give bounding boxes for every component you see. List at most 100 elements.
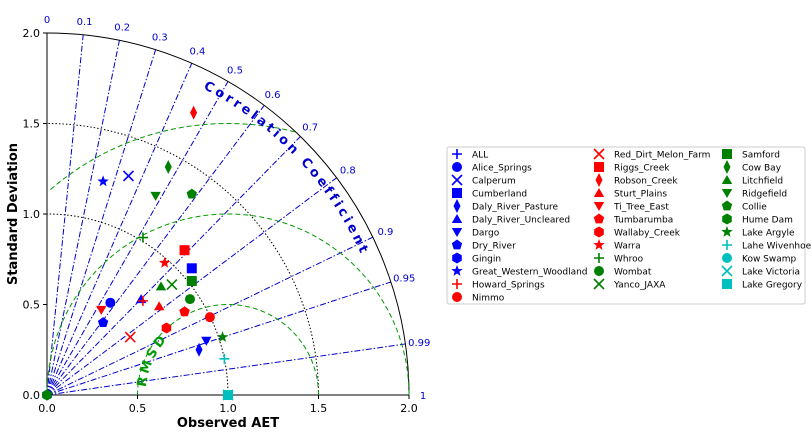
legend-label: Howard_Springs [472,281,545,291]
legend-label: Samford [742,151,780,161]
correlation-tick-label: 0.9 [377,227,393,238]
legend-entry: Yanco_JAXA [593,278,666,291]
legend-label: Lake Argyle [742,229,795,239]
legend-label: Alice_Springs [472,164,532,174]
legend-entry: Kow Swamp [722,253,797,265]
legend-label: Warra [614,242,641,252]
correlation-tick-label: 1 [420,391,426,402]
legend-entry: Riggs_Creek [594,162,670,174]
correlation-line-2 [46,40,120,396]
legend-label: Tumbarumba [613,216,673,226]
legend-label: Great_Western_Woodland [472,268,588,278]
correlation-tick-label: 0.8 [340,165,356,176]
data-point-cow-bay [164,159,172,174]
legend-label: Lake Gregory [742,281,803,291]
legend-frame [446,146,806,305]
legend-label: Daly_River_Uncleared [472,216,570,226]
correlation-tick-label: 0 [44,15,50,26]
data-point-ridgefield [150,191,161,201]
rmsd-contour-1 [46,213,410,395]
correlation-tick-label: 0.3 [152,32,168,43]
data-point-litchfield [155,281,167,291]
legend-entry: Lake Victoria [721,265,800,278]
data-point-red-dirt-melon-farm [124,331,136,343]
legend-label: Cumberland [472,190,527,200]
data-point-whroo [137,232,148,243]
data-point-samford [186,275,197,286]
x-tick-label: 1.0 [219,402,237,415]
legend: ALL Alice_SpringsCalperumCumberlandDaly_R… [446,146,812,305]
legend-entry: Whroo [594,253,644,265]
legend-label: Ridgefield [742,190,787,200]
legend-label: Daly_River_Pasture [472,203,559,213]
legend-entry: Red_Dirt_Melon_Farm [593,148,710,161]
legend-entry: Alice_Springs [452,162,532,174]
rmsd-contour-0 [137,304,319,395]
legend-label: Ti_Tree_East [613,203,669,213]
legend-entry: Ti_Tree_East [593,202,669,213]
correlation-line-6 [46,105,265,396]
data-point-collie [186,188,197,199]
legend-label: Sturt_Plains [614,190,667,200]
legend-label: Lake Victoria [742,268,800,278]
correlation-tick-label: 0.7 [302,122,318,133]
legend-entry: Calperum [451,174,516,187]
y-tick-label: 0.0 [23,389,41,402]
legend-entry: Daly_River_Pasture [453,199,559,213]
legend-entry: Collie [721,200,767,213]
data-point-robson-creek [190,105,198,120]
legend-entry: Lake Gregory [722,279,803,291]
legend-label: Yanco_JAXA [613,281,666,291]
y-tick-label: 0.5 [23,299,41,312]
legend-entry: Cumberland [452,188,527,200]
legend-label: Lahe Wivenhoe [742,242,812,252]
legend-label: Robson_Creek [614,177,678,187]
legend-entry: Tumbarumba [593,213,673,226]
legend-entry: Hume Dam [722,213,793,226]
legend-label: Nimmo [472,294,505,304]
legend-label: Whroo [614,255,644,265]
legend-entry: Howard_Springs [452,279,545,291]
correlation-tick-label: 0.5 [227,65,243,76]
legend-entry: Daly_River_Uncleared [451,214,570,226]
correlation-tick-label: 0.99 [408,338,430,349]
legend-label: Hume Dam [742,216,793,226]
y-axis-title: Standard Deviation [6,143,21,285]
legend-entry: Cow Bay [723,160,782,174]
legend-label: Cow Bay [742,164,782,174]
x-tick-label: 0.0 [38,402,56,415]
y-tick-label: 1.5 [23,118,41,131]
legend-entry: Great_Western_Woodland [451,265,588,278]
legend-entry: Lahe Wivenhoe [722,240,812,252]
data-point-tumbarumba [179,306,190,317]
legend-entry: Nimmo [452,292,505,304]
data-point-ti-tree-east [96,305,107,315]
legend-entry: Warra [593,239,641,252]
legend-entry: Dry_River [451,239,516,252]
legend-label: Gingin [472,255,501,265]
data-point-daly-river-pasture [195,342,203,357]
correlation-line-10 [46,281,392,396]
data-point-lake-argyle [216,331,229,342]
correlation-tick-label: 0.1 [77,17,93,28]
correlation-tick-label: 0.95 [393,274,415,285]
rmsd-contour-2 [48,123,295,192]
data-point-nimmo [204,312,215,323]
legend-entry: Ridgefield [721,189,787,200]
x-tick-label: 2.0 [400,402,418,415]
outer-std-arc [46,32,410,396]
legend-label: Red_Dirt_Melon_Farm [614,151,710,161]
data-point-howard-springs [137,295,148,306]
data-point-alice-springs [105,297,116,308]
data-point-sturt-plains [154,301,165,311]
x-tick-label: 1.5 [310,402,328,415]
legend-label: Kow Swamp [742,255,797,265]
data-markers [42,105,234,401]
legend-label: Wallaby_Creek [614,229,681,239]
data-point-wombat [184,294,195,305]
legend-entry: ALL [452,149,488,161]
legend-label: Collie [742,203,767,213]
legend-label: Calperum [472,177,516,187]
